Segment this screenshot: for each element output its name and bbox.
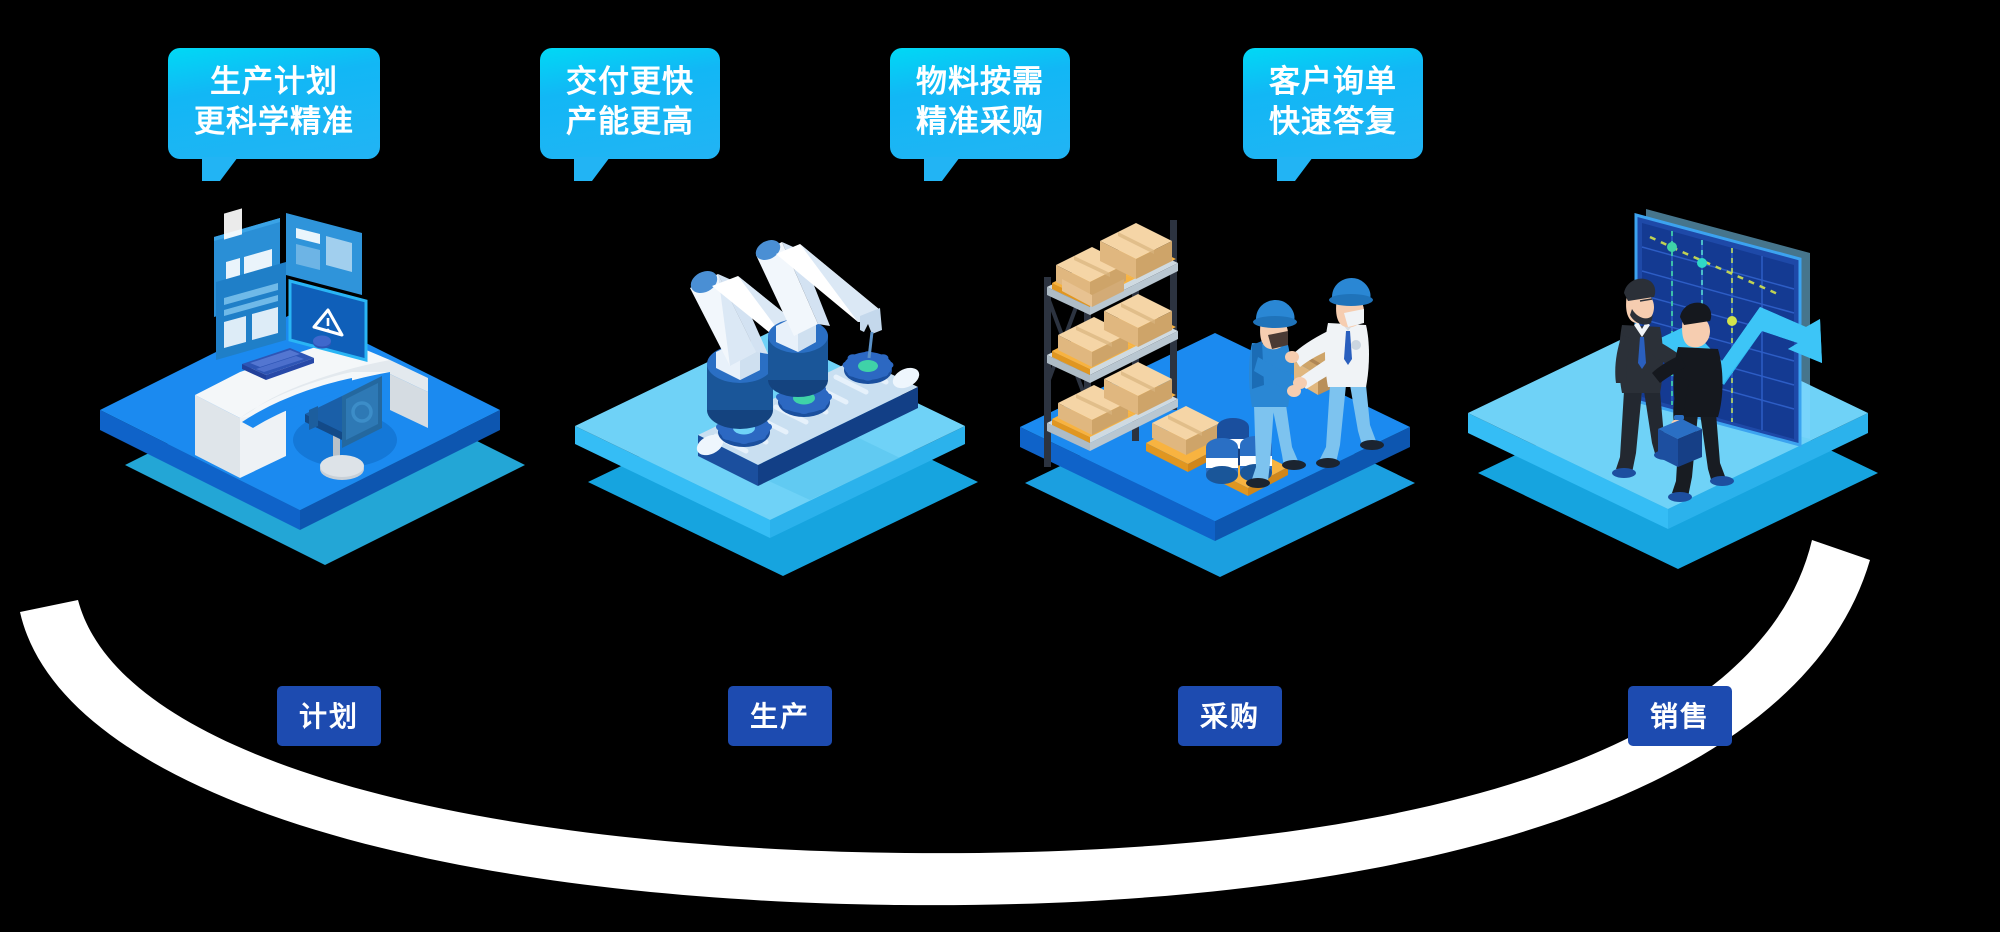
stage-label-purchase[interactable]: 采购 (1178, 686, 1283, 746)
bubble-tail (202, 156, 238, 181)
warehouse-illustration (1020, 220, 1415, 577)
growth-arrow-icon (1646, 307, 1822, 385)
workstation-illustration (100, 208, 525, 565)
bubble-produce-line2: 产能更高 (566, 104, 694, 140)
bubble-purchase-line1: 物料按需 (916, 64, 1044, 99)
sales-illustration (1468, 209, 1878, 569)
robotic-arms-illustration (575, 239, 978, 576)
stage-label-sales[interactable]: 销售 (1628, 686, 1733, 746)
scene-plan (90, 200, 550, 600)
warning-triangle-icon (312, 308, 344, 337)
bubble-tail (924, 156, 960, 181)
bubble-tail (574, 156, 610, 181)
businessman-left-figure (1612, 278, 1701, 478)
pallet-rack-icon (1044, 220, 1178, 467)
bubble-sales: 客户询单 快速答复 (1243, 48, 1423, 181)
bubble-produce: 交付更快 产能更高 (540, 48, 720, 181)
bubble-purchase: 物料按需 精准采购 (890, 48, 1070, 181)
worker-supervisor-figure (1285, 277, 1384, 468)
bubble-plan: 生产计划 更科学精准 (168, 48, 380, 181)
robot-arm-icon (690, 270, 820, 429)
bubble-purchase-line2: 精准采购 (916, 104, 1044, 140)
bubble-plan-line2: 更科学精准 (194, 104, 354, 140)
bubble-sales-line2: 快速答复 (1269, 104, 1397, 140)
scene-produce (570, 230, 1000, 600)
worker-blue-figure (1246, 299, 1348, 488)
stage-label-produce[interactable]: 生产 (728, 686, 833, 746)
businessman-right-figure (1652, 302, 1734, 502)
stage-label-plan[interactable]: 计划 (277, 686, 382, 746)
bubble-produce-line1: 交付更快 (566, 64, 694, 99)
bubble-sales-line1: 客户询单 (1269, 64, 1397, 99)
bubble-tail (1277, 156, 1313, 181)
scene-purchase (1000, 215, 1430, 605)
robot-arm-icon (755, 239, 882, 397)
bubble-plan-line1: 生产计划 (210, 64, 338, 99)
scene-sales (1450, 185, 1920, 595)
